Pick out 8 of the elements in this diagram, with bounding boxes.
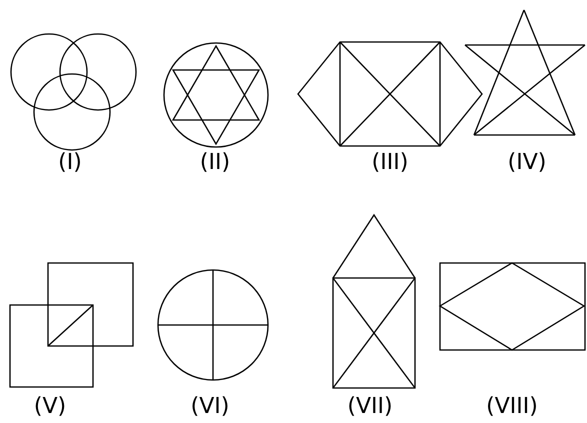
figure-label: (VI) xyxy=(190,396,230,418)
figure-label: (I) xyxy=(58,152,82,174)
figure-label: (VII) xyxy=(347,396,393,418)
figure-label: (III) xyxy=(372,152,408,174)
figure-label: (V) xyxy=(34,396,66,418)
figure-label: (VIII) xyxy=(486,396,538,418)
figure-label: (IV) xyxy=(508,152,546,174)
figure-label: (II) xyxy=(200,152,230,174)
